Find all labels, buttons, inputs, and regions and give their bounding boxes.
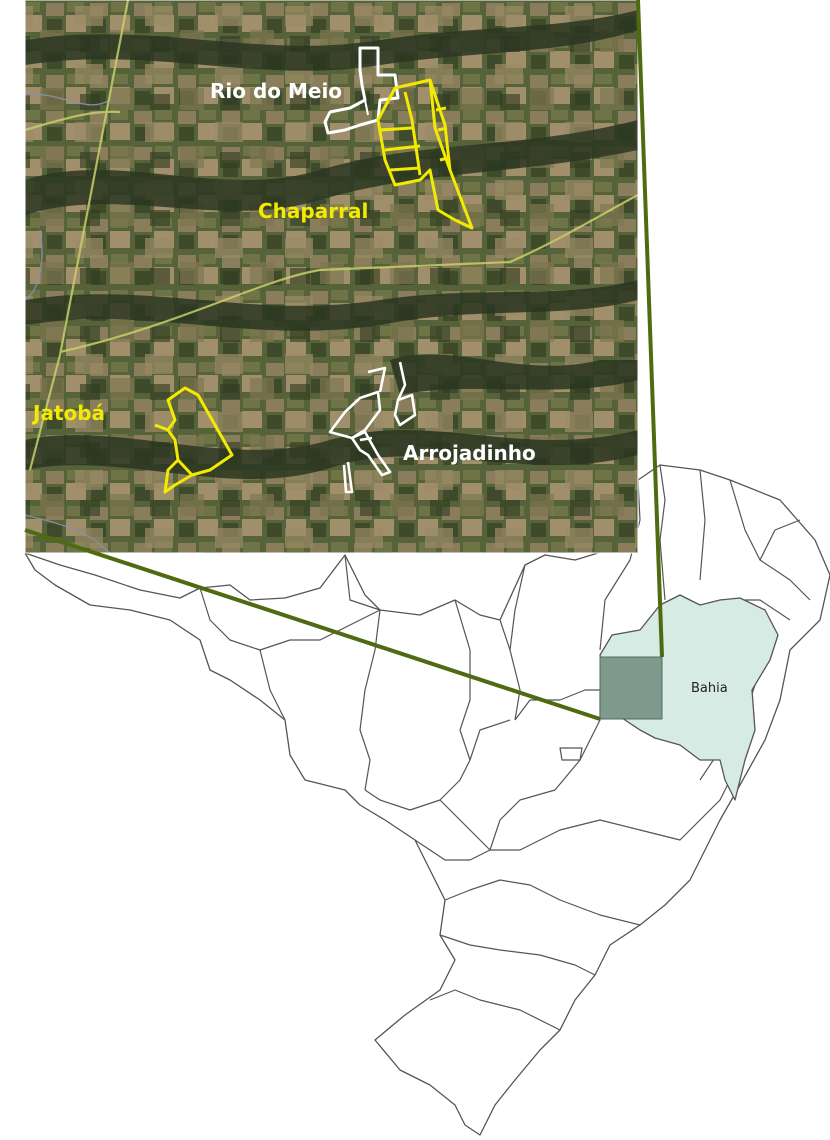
label-arrojadinho: Arrojadinho <box>403 441 536 465</box>
north-region <box>24 464 830 1136</box>
label-rio-do-meio: Rio do Meio <box>210 79 342 103</box>
parcel-jatoba <box>163 386 234 494</box>
zoom-line-right <box>636 0 664 658</box>
state-label-bahia: Bahia <box>691 681 728 696</box>
satellite-inset: Rio do Meio Chaparral Jatobá Arrojadinho <box>25 0 638 553</box>
parcel-chaparral <box>376 78 474 230</box>
label-jatoba: Jatobá <box>31 401 105 425</box>
zoom-line-left <box>24 528 601 721</box>
bahia-state <box>599 594 779 801</box>
brazil-map <box>24 464 830 1136</box>
parcel-arrojadinho <box>328 361 417 494</box>
study-area-box <box>599 656 663 720</box>
parcel-rio-do-meio <box>323 46 400 135</box>
label-chaparral: Chaparral <box>258 199 368 223</box>
zoom-connector-lines <box>24 0 664 721</box>
